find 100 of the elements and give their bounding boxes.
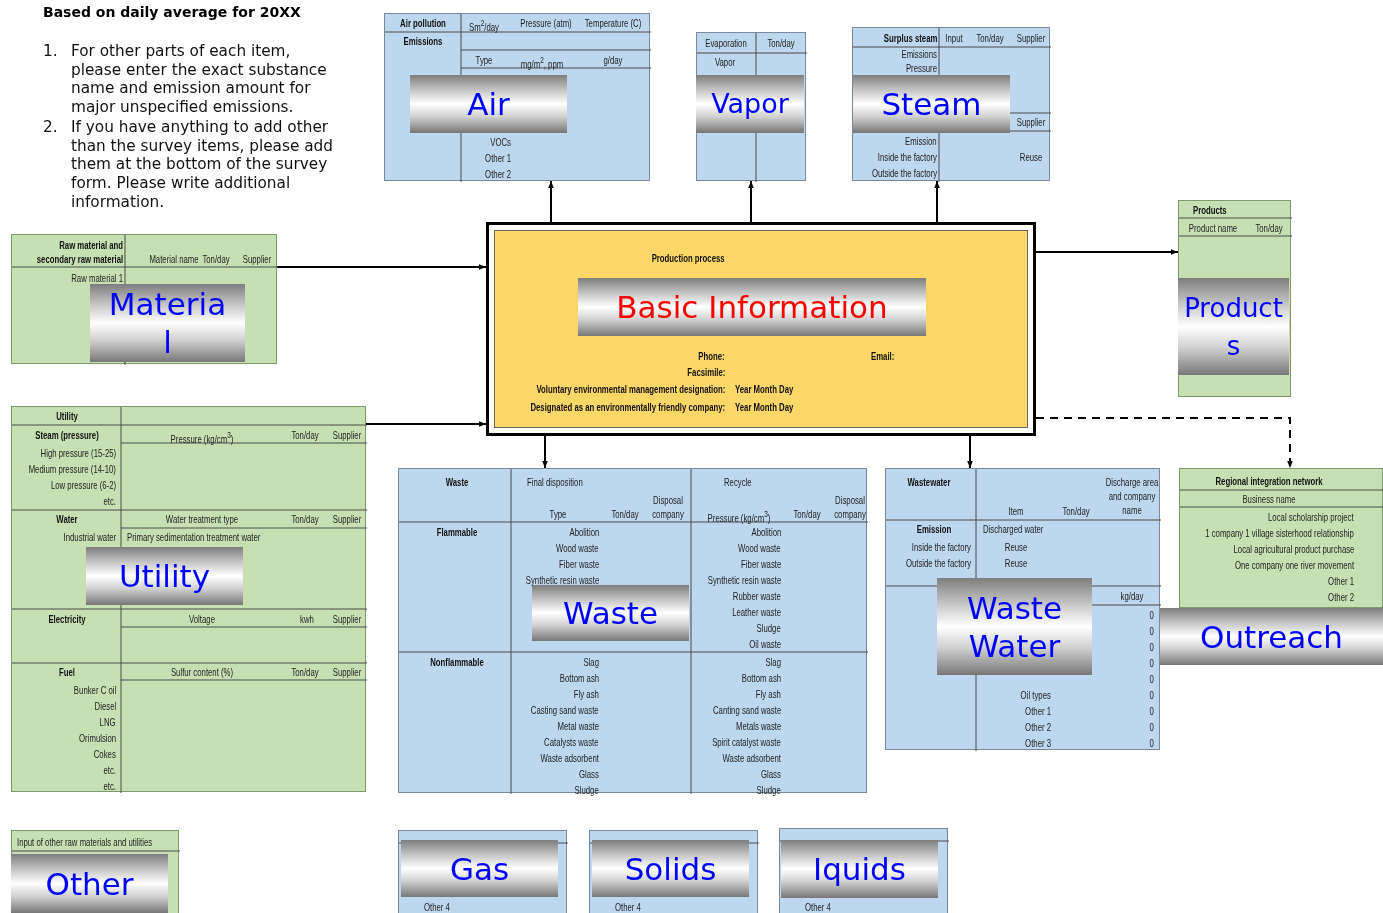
field-label: etc. [103, 495, 116, 507]
instruction-text: If you have anything to add other than the survey items, please add them at the bottom of the survey form. Please write additional information. [71, 118, 334, 212]
section-heading: Facsimile: [687, 366, 725, 378]
field-label: Bottom ash [741, 672, 781, 684]
field-label: Supplier [242, 253, 272, 265]
title-banner: Air [410, 75, 567, 133]
field-label: 0 [1149, 705, 1154, 717]
title-banner: Materia l [90, 284, 245, 362]
field-label: Other 2 [1328, 591, 1354, 603]
section-heading: Air pollution [400, 17, 446, 29]
section-heading: Water [56, 513, 78, 525]
title-banner: Basic Information [578, 278, 926, 336]
arrow [1035, 249, 1179, 255]
field-label: Metals waste [735, 720, 781, 732]
field-label: Other 1 [1328, 575, 1354, 587]
field-label: Outside the factory [905, 557, 971, 569]
field-label: Slag [583, 656, 599, 668]
field-label: Other 4 [424, 901, 450, 913]
form-table [1178, 200, 1291, 397]
field-label: Supplier [332, 513, 362, 525]
section-heading: Production process [652, 252, 725, 264]
title-banner: Solids [592, 840, 749, 897]
title-banner: Waste [532, 585, 689, 641]
title-banner: Vapor [696, 75, 804, 133]
field-label: Glass [761, 768, 781, 780]
field-label: mg/m$^{2}$, ppm [520, 54, 564, 70]
field-label: Wood waste [738, 542, 781, 554]
field-label: Primary sedimentation treatment water [127, 531, 261, 543]
field-label: Reuse [1019, 151, 1043, 163]
title-banner: Utility [86, 547, 243, 605]
title-banner: Gas [401, 840, 558, 897]
title-banner: Steam [853, 75, 1010, 133]
field-label: Product name [1188, 222, 1238, 234]
field-label: Waste adsorbent [540, 752, 599, 764]
section-heading: Waste [445, 476, 469, 488]
section-heading: Flammable [436, 526, 478, 538]
arrow [548, 180, 554, 223]
field-label: Pressure (kg/cm$^{3}$) [170, 429, 234, 445]
section-heading: Emission [916, 523, 952, 535]
section-heading: Phone: [698, 350, 725, 362]
field-label: 0 [1149, 625, 1154, 637]
field-label: Emission [905, 135, 937, 147]
field-label: VOCs [490, 136, 511, 148]
title-banner: Waste Water [937, 578, 1092, 675]
field-label: Ton/day [767, 37, 795, 49]
field-label: Emissions [901, 48, 937, 60]
field-label: Material name [149, 253, 199, 265]
section-heading: Electricity [48, 613, 86, 625]
field-label: 0 [1149, 657, 1154, 669]
title-banner: Product s [1178, 278, 1289, 375]
field-label: Final disposition [527, 476, 583, 488]
field-label: Ton/day [1062, 505, 1090, 517]
field-label: Wood waste [556, 542, 599, 554]
field-label: Fiber waste [740, 558, 781, 570]
field-label: Voltage [189, 613, 215, 625]
field-label: Business name [1242, 493, 1296, 505]
field-label: 0 [1149, 737, 1154, 749]
field-label: Reuse [1004, 541, 1028, 553]
field-label: Local scholarship project [1268, 511, 1354, 523]
instruction-text: For other parts of each item, please enter the exact substance name and emission amount for major unspecified emissions. [71, 42, 328, 117]
field-label: Recycle [724, 476, 752, 488]
field-label: Casting sand waste [531, 704, 599, 716]
field-label: Leather waste [732, 606, 781, 618]
field-label: One company one river movement [1234, 559, 1354, 571]
field-label: Oil types [1020, 689, 1051, 701]
field-label: Cokes [93, 748, 116, 760]
field-label: Ton/day [291, 429, 319, 441]
field-label: etc. [103, 764, 116, 776]
field-label: Sludge [574, 784, 599, 796]
field-label: Supplier [1016, 116, 1046, 128]
field-label: Inside the factory [911, 541, 971, 553]
field-label: Discharged water [983, 523, 1044, 535]
form-table [779, 828, 948, 913]
form-table [696, 32, 806, 181]
field-label: Rubber waste [733, 590, 781, 602]
arrow [934, 180, 940, 223]
field-label: 0 [1149, 673, 1154, 685]
field-label: High pressure (15-25) [40, 447, 116, 459]
field-label: Vapor [714, 56, 736, 68]
arrow [748, 180, 754, 223]
arrow [365, 421, 487, 427]
field-label: Ton/day [202, 253, 230, 265]
field-label: Canting sand waste [712, 704, 781, 716]
form-table [885, 468, 1160, 750]
field-label: Bottom ash [559, 672, 599, 684]
field-label: Sm$^{2}$/day [469, 17, 499, 33]
field-label: kwh [300, 613, 314, 625]
form-table [11, 234, 277, 364]
field-label: Supplier [1016, 32, 1046, 44]
field-label: Input of other raw materials and utilities [17, 836, 153, 848]
field-label: Type [475, 54, 493, 66]
field-label: Type [549, 508, 567, 520]
field-label: Pressure [905, 62, 937, 74]
arrow [276, 264, 487, 270]
section-heading: Fuel [59, 666, 75, 678]
field-label: Orimulsion [78, 732, 116, 744]
list-number: 2. [43, 118, 58, 137]
field-label: Other 2 [1025, 721, 1051, 733]
form-table [589, 830, 758, 913]
field-label: Ton/day [1255, 222, 1283, 234]
